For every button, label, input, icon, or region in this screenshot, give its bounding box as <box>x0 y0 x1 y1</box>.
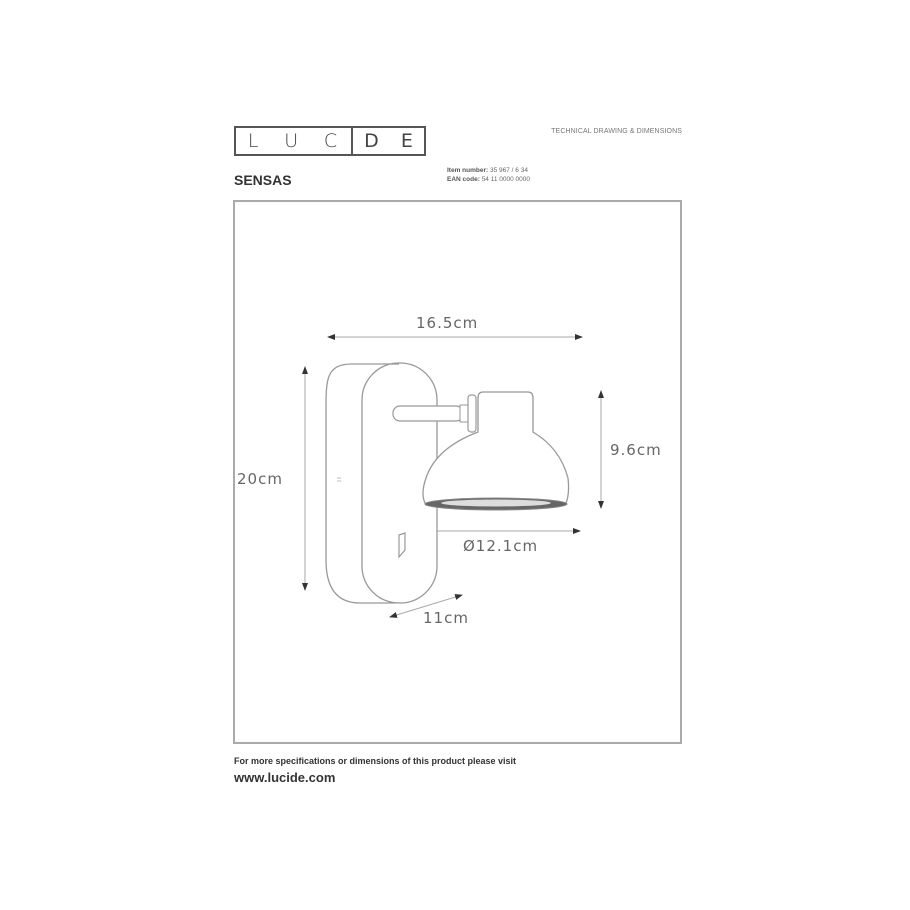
diameter-label: Ø12.1cm <box>463 537 539 555</box>
depth-arrow <box>389 594 463 618</box>
logo-right-part: D E <box>353 130 424 152</box>
logo-letter: C <box>323 130 340 152</box>
ean-code: EAN code: 54 11 0000 0000 <box>447 176 530 183</box>
depth-label: 11cm <box>423 609 469 627</box>
drawing-frame <box>233 200 682 744</box>
shade-height-label: 9.6cm <box>610 441 662 459</box>
logo-left-part: L U C <box>236 130 351 152</box>
item-number-label: Item number: <box>447 167 489 174</box>
logo-divider <box>351 128 353 154</box>
lamp-arm <box>392 405 464 422</box>
ean-label: EAN code: <box>447 176 480 183</box>
switch <box>398 532 406 559</box>
logo-letter: U <box>284 130 301 152</box>
lucide-logo: L U C D E <box>234 126 426 156</box>
logo-letter: D <box>364 130 379 152</box>
width-label: 16.5cm <box>416 314 479 332</box>
document-subtitle: TECHNICAL DRAWING & DIMENSIONS <box>551 128 682 135</box>
logo-letter: E <box>400 130 413 152</box>
item-number: Item number: 35 967 / 6 34 <box>447 167 528 174</box>
height-label: 20cm <box>237 470 283 488</box>
logo-letter: L <box>247 130 261 152</box>
product-name: SENSAS <box>234 172 292 188</box>
website-link[interactable]: www.lucide.com <box>234 770 336 785</box>
item-number-value: 35 967 / 6 34 <box>489 167 528 174</box>
footer-note: For more specifications or dimensions of… <box>234 756 517 766</box>
ean-value: 54 11 0000 0000 <box>481 176 531 183</box>
